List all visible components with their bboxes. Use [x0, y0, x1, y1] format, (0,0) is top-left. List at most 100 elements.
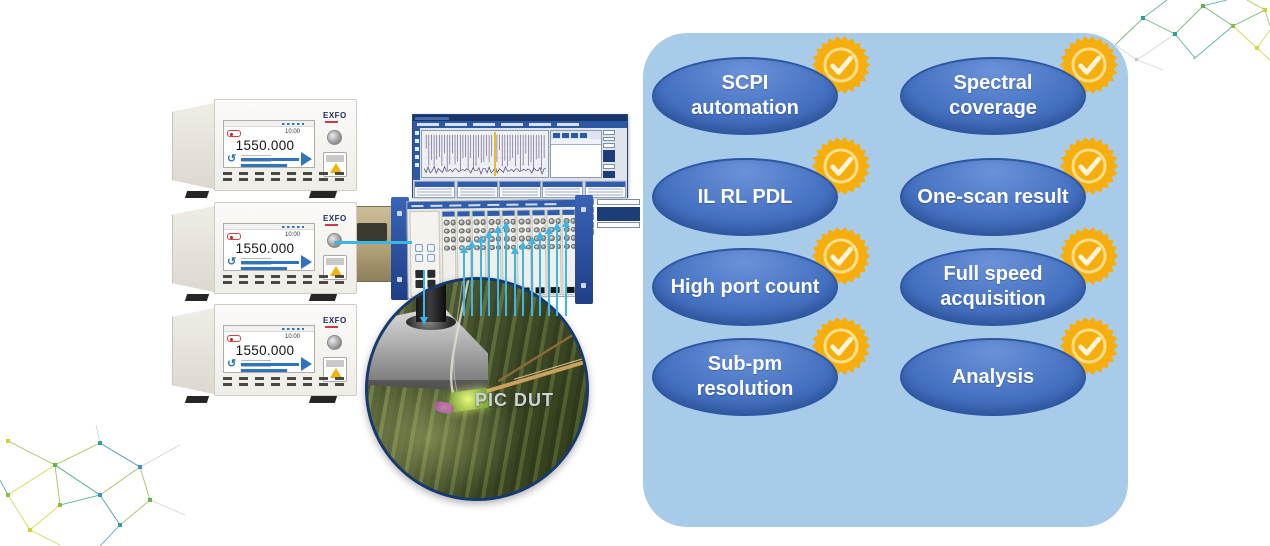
laser-red-dot-icon	[230, 132, 233, 136]
optical-connector	[443, 219, 450, 226]
plot-cursor	[493, 132, 496, 176]
exfo-tunable-laser: 10:00 1550.000 ↺ EXFO	[172, 202, 357, 302]
optical-connector	[525, 218, 531, 225]
screen-statusbar	[224, 326, 314, 332]
status-dots-icon	[282, 225, 304, 228]
optical-connector	[480, 244, 487, 251]
window-titlebar	[413, 115, 627, 121]
progress-bar	[241, 366, 287, 372]
optical-connector	[450, 236, 456, 243]
instrument-foot	[184, 396, 210, 403]
touchscreen: 10:00 1550.000 ↺	[223, 223, 315, 271]
optical-connector	[480, 227, 486, 234]
probe-needles-overlay	[449, 280, 586, 396]
laser-on-indicator	[227, 233, 241, 240]
instrument-foot	[184, 294, 210, 301]
rack-ear-left	[391, 197, 409, 300]
laser-red-dot-icon	[230, 337, 233, 341]
optical-connector	[555, 243, 562, 250]
warning-triangle-icon	[330, 163, 342, 173]
sweep-loop-icon: ↺	[227, 358, 237, 370]
chassis-front: 10:00 1550.000 ↺ EXFO	[214, 99, 357, 191]
optical-connector	[533, 235, 540, 241]
fiber-positioner-post	[416, 280, 446, 322]
optical-connector	[525, 226, 531, 233]
exfo-logo: EXFO	[323, 111, 347, 120]
feature-one-scan-result: One-scan result	[900, 136, 1119, 236]
feature-ellipse: One-scan result	[900, 158, 1086, 236]
optical-connector	[533, 226, 540, 233]
optical-connector	[473, 219, 480, 225]
feature-ellipse: Analysis	[900, 338, 1086, 416]
plot-toolbar-rail	[413, 128, 420, 180]
optical-connector	[510, 218, 516, 225]
start-sweep-icon	[301, 357, 312, 371]
model-label-mark	[325, 121, 338, 123]
model-label-mark	[325, 326, 338, 328]
optical-connector	[443, 245, 450, 251]
pic-dut-photo: PIC DUT	[365, 277, 589, 501]
chassis-front: 10:00 1550.000 ↺ EXFO	[214, 202, 357, 294]
optical-connector	[473, 236, 480, 242]
measurement-info-bar	[413, 121, 627, 128]
optical-connector	[503, 227, 510, 233]
feature-il-rl-pdl: IL RL PDL	[652, 136, 871, 236]
laser-red-dot-icon	[230, 235, 233, 239]
progress-bar	[241, 360, 299, 366]
optical-connector	[465, 244, 472, 251]
feature-label: Spectral coverage	[949, 72, 1037, 119]
window-button-column	[602, 128, 616, 180]
optical-connector	[465, 236, 471, 242]
optical-connector	[518, 218, 525, 225]
ventilation-slots	[223, 377, 351, 389]
optical-connector	[563, 226, 570, 232]
optical-connector	[548, 243, 555, 250]
optical-connector	[458, 219, 465, 225]
chassis-side	[172, 307, 215, 395]
optical-connector	[510, 244, 517, 250]
progress-bar	[241, 264, 287, 270]
feature-ellipse: High port count	[652, 248, 838, 326]
sweep-loop-icon: ↺	[227, 153, 237, 165]
optical-connector	[525, 243, 532, 250]
screen-secondary-value: 10:00	[284, 334, 300, 340]
optical-connector	[495, 218, 501, 225]
ventilation-slots	[223, 275, 351, 287]
feature-label: High port count	[670, 275, 820, 298]
optical-connector	[533, 218, 540, 224]
optical-connector	[473, 244, 480, 251]
optical-connector	[465, 227, 471, 234]
warning-triangle-icon	[330, 266, 342, 276]
optical-connector	[443, 228, 450, 234]
dut-label: PIC DUT	[475, 390, 554, 410]
optical-connector	[495, 235, 501, 242]
instrument-foot	[308, 294, 338, 301]
optical-connector	[510, 235, 516, 242]
touchscreen: 10:00 1550.000 ↺	[223, 325, 315, 373]
screen-statusbar	[224, 224, 314, 230]
feature-label: Sub-pm resolution	[696, 353, 794, 400]
optical-connector	[525, 235, 531, 242]
optical-connector	[518, 235, 525, 242]
control-knob	[327, 130, 342, 145]
wavelength-value: 1550.000	[235, 343, 295, 358]
model-label-mark	[325, 224, 338, 226]
optical-connector	[450, 228, 456, 234]
feature-ellipse: Spectral coverage	[900, 57, 1086, 135]
status-dots-icon	[282, 122, 304, 125]
feature-label: IL RL PDL	[697, 185, 793, 208]
feature-sub-pm-resolution: Sub-pm resolution	[652, 316, 871, 416]
optical-connector	[488, 227, 495, 234]
start-sweep-icon	[301, 255, 312, 269]
optical-connector	[540, 235, 546, 241]
progress-bar	[241, 258, 299, 264]
analysis-software-window	[412, 114, 628, 199]
results-panel	[550, 130, 602, 178]
results-tables	[413, 180, 627, 199]
spectral-plot	[421, 130, 549, 178]
optical-connector	[548, 218, 555, 224]
optical-connector	[540, 218, 546, 224]
control-knob	[327, 335, 342, 350]
